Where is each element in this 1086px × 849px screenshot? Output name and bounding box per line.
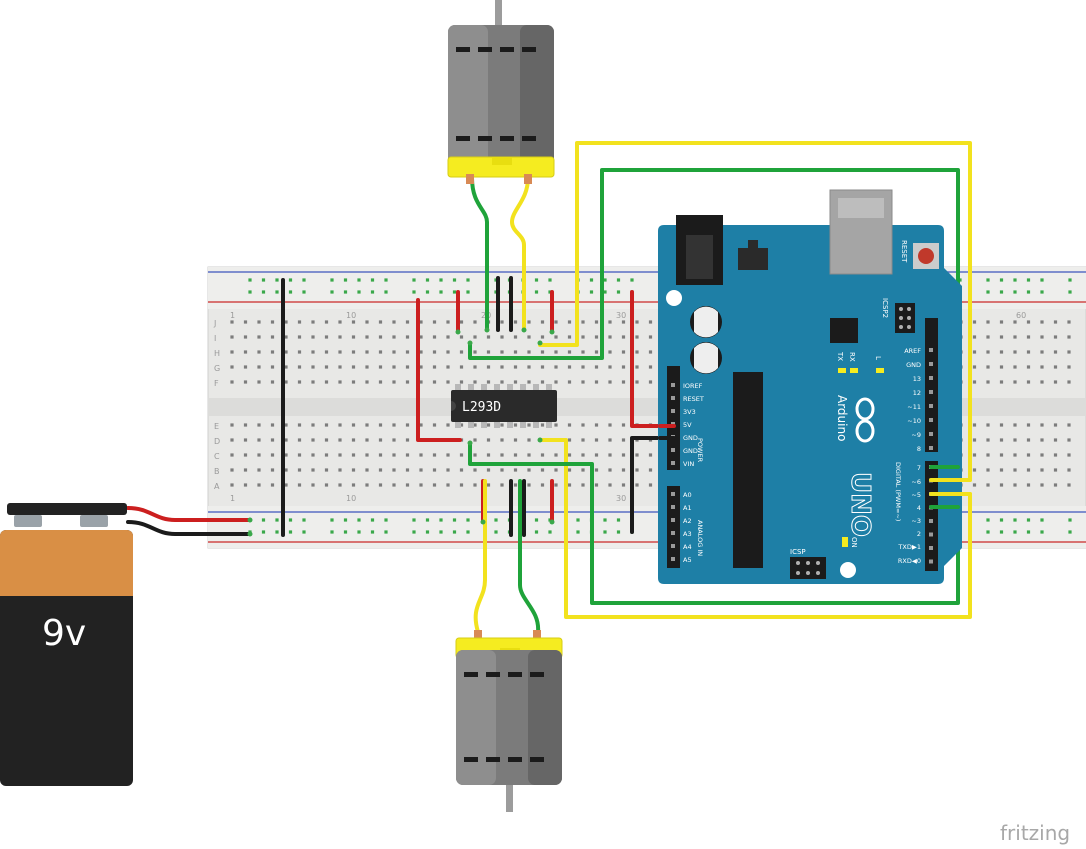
row-letter-d: D	[214, 437, 220, 446]
pin-aref: AREF	[904, 347, 921, 355]
rx-label: RX	[848, 352, 856, 362]
tx-label: TX	[836, 351, 844, 361]
column-number-60: 60	[1016, 311, 1026, 320]
power-label: POWER	[696, 438, 704, 463]
row-letter-e: E	[214, 422, 219, 431]
pin-12: 12	[913, 389, 921, 397]
row-letter-f: F	[214, 379, 219, 388]
motor-top	[447, 0, 555, 184]
row-letter-i: I	[214, 334, 216, 343]
pin-6: ~6	[911, 478, 921, 486]
wire-green-motor-top	[470, 176, 489, 332]
column-number-1-bottom: 1	[230, 494, 235, 503]
pin-reset: RESET	[683, 395, 704, 403]
column-number-10-bottom: 10	[346, 494, 356, 503]
row-letter-h: H	[214, 349, 220, 358]
column-number-10: 10	[346, 311, 356, 320]
motor-top-slots	[456, 47, 536, 141]
breadboard-row-letters: J I H G F E D C B A	[213, 319, 220, 491]
analog-header	[667, 486, 680, 568]
pin-11: ~11	[907, 403, 921, 411]
pin-0: RXD◀0	[898, 557, 921, 565]
motor-bottom	[455, 630, 563, 812]
icsp2-label: ICSP2	[881, 298, 889, 318]
chip-pins-bottom	[455, 422, 552, 428]
pin-13: 13	[913, 375, 921, 383]
pin-1: TXD▶1	[897, 543, 921, 551]
pin-vin: VIN	[683, 460, 694, 468]
pin-5v: 5V	[683, 421, 692, 429]
pin-a5: A5	[683, 556, 692, 564]
pin-gnd-digital: GND	[906, 361, 921, 369]
pin-5: ~5	[911, 491, 921, 499]
arduino-uno: RESET ICSP2 TX RX L Arduino UNO ON ICSP	[658, 189, 962, 584]
pin-4: 4	[917, 504, 921, 512]
l293d-chip: L293D	[451, 384, 557, 428]
wire-yellow-motor-bottom	[473, 479, 487, 634]
arduino-wire-stubs	[658, 424, 972, 509]
pin-8: 8	[917, 445, 921, 453]
row-letter-a: A	[214, 482, 220, 491]
wire-red-vcc-left	[416, 298, 462, 442]
power-header	[667, 366, 680, 470]
fritzing-watermark: fritzing	[1000, 821, 1070, 845]
battery-9v: 9v	[0, 503, 133, 786]
analog-label: ANALOG IN	[696, 520, 704, 556]
digital-header-bottom	[925, 461, 938, 571]
pin-a0: A0	[683, 491, 692, 499]
pin-3: ~3	[911, 517, 921, 525]
wire-yellow-motor-top	[510, 176, 530, 332]
pin-9: ~9	[911, 431, 921, 439]
digital-bottom-labels: 7 ~6 ~5 4 ~3 2 TXD▶1 RXD◀0	[897, 464, 921, 565]
icsp-label: ICSP	[790, 548, 806, 556]
pin-a4: A4	[683, 543, 692, 551]
row-letter-g: G	[214, 364, 220, 373]
atmega-chip	[733, 372, 763, 568]
row-letter-j: J	[213, 319, 216, 328]
digital-header-top	[925, 318, 938, 452]
row-letter-c: C	[214, 452, 220, 461]
l-label: L	[874, 356, 882, 360]
analog-pin-labels: A0 A1 A2 A3 A4 A5	[683, 491, 692, 564]
wire-endpoints	[247, 327, 555, 537]
column-number-30-bottom: 30	[616, 494, 626, 503]
pin-gnd-2: GND	[683, 447, 698, 455]
pin-7: 7	[917, 464, 921, 472]
wire-black-battery	[126, 520, 252, 536]
arduino-brand: Arduino	[835, 395, 849, 441]
battery-label: 9v	[42, 613, 86, 654]
chip-pins-top	[455, 384, 552, 390]
column-number-1: 1	[230, 311, 235, 320]
power-pin-labels: IOREF RESET 3V3 5V GND GND VIN	[683, 382, 704, 468]
arduino-logo	[855, 397, 875, 443]
chip-label: L293D	[462, 400, 501, 415]
digital-top-labels: AREF GND 13 12 ~11 ~10 ~9 8	[904, 347, 921, 453]
on-label: ON	[850, 537, 858, 548]
pin-a3: A3	[683, 530, 692, 538]
pin-10: ~10	[907, 417, 921, 425]
digital-label: DIGITAL (PWM=~)	[894, 462, 902, 521]
pin-ioref: IOREF	[683, 382, 703, 390]
row-letter-b: B	[214, 467, 220, 476]
reset-label: RESET	[900, 240, 908, 263]
column-number-30: 30	[616, 311, 626, 320]
wire-red-battery	[126, 506, 252, 522]
motor-bottom-slots	[464, 672, 544, 762]
pin-gnd-1: GND	[683, 434, 698, 442]
pin-3v3: 3V3	[683, 408, 696, 416]
wire-green-motor-bottom	[518, 479, 541, 634]
arduino-model: UNO	[845, 472, 875, 537]
pin-2: 2	[917, 530, 921, 538]
pin-a2: A2	[683, 517, 692, 525]
pin-a1: A1	[683, 504, 692, 512]
